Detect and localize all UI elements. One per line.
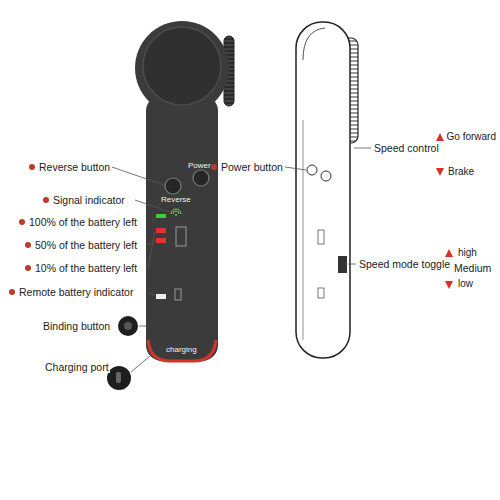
direction-label: Go forward: [446, 131, 497, 143]
mode-label: low: [457, 278, 474, 290]
callout-label: 50% of the battery left: [34, 239, 138, 251]
mode-label: Medium: [453, 262, 492, 274]
remote-front: [135, 21, 234, 361]
direction-label: Brake: [447, 166, 475, 178]
callout-label: Binding button: [42, 320, 111, 332]
leader-lines: [112, 148, 371, 372]
button-legend: Reverse: [161, 195, 191, 204]
callout-dots: [9, 164, 217, 295]
callout-label: Reverse button: [38, 161, 111, 173]
callout-label: 10% of the battery left: [34, 262, 138, 274]
detail-icons: [107, 316, 138, 390]
callout-label: Charging port: [44, 361, 110, 373]
port-legend: charging: [166, 345, 197, 354]
callout-label: Signal indicator: [52, 194, 126, 206]
button-legend: Power: [188, 161, 211, 170]
callout-label: Speed mode toggle: [358, 258, 451, 270]
remote-side: [296, 22, 358, 358]
callout-label: Power button: [220, 161, 284, 173]
callout-label: 100% of the battery left: [28, 216, 138, 228]
callout-label: Speed control: [373, 142, 440, 154]
mode-label: high: [457, 247, 478, 259]
callout-label: Remote battery indicator: [18, 286, 134, 298]
